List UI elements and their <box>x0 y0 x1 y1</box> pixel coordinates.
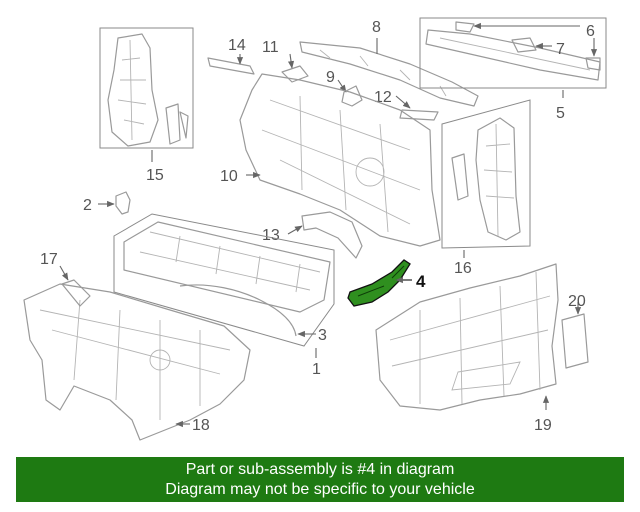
part-12-shape <box>399 109 439 121</box>
part-3-shape <box>179 284 297 337</box>
callout-10: 10 <box>220 168 238 185</box>
part-4-group: 4 <box>347 259 426 307</box>
part-15-bracket <box>165 103 189 145</box>
part-2-group: 2 <box>83 191 131 215</box>
callout-16: 16 <box>454 260 472 277</box>
part-1-shape <box>123 221 331 313</box>
callout-20: 20 <box>568 293 586 310</box>
part-9-group: 9 <box>326 69 363 107</box>
callout-15: 15 <box>146 167 164 184</box>
part-2-shape <box>115 191 131 215</box>
part-14-shape <box>207 57 255 75</box>
part-16-bracket <box>451 153 469 201</box>
part-15-box <box>99 27 194 149</box>
part-1-group: 1 <box>113 213 335 378</box>
callout-5: 5 <box>556 105 565 122</box>
part-5-shape <box>425 29 601 81</box>
part-8-shape <box>299 41 479 107</box>
callout-11: 11 <box>262 39 279 56</box>
callout-1: 1 <box>312 361 321 378</box>
callout-18: 18 <box>192 417 210 434</box>
part-18-group: 18 <box>23 283 251 441</box>
part-6-group: 6 <box>455 21 601 71</box>
banner-line-1: Part or sub-assembly is #4 in diagram <box>185 461 455 478</box>
callout-14: 14 <box>228 37 246 54</box>
part-10-shape <box>239 73 441 247</box>
part-16-group: 16 <box>441 99 531 277</box>
exploded-parts-diagram: 15 14 11 8 9 1 2 5 <box>23 17 607 441</box>
part-10-group: 10 <box>220 73 441 247</box>
part-16-shape <box>475 117 521 241</box>
part-7-group: 7 <box>511 37 565 58</box>
part-6-shape <box>455 21 475 33</box>
part-8-group: 8 <box>299 19 479 107</box>
part-19-group: 19 <box>375 263 559 434</box>
part-9-shape <box>341 85 363 107</box>
callout-3: 3 <box>318 327 327 344</box>
callout-7: 7 <box>556 41 565 58</box>
part-17-shape <box>61 279 91 307</box>
part-18-shape <box>23 283 251 441</box>
part-5-box <box>419 17 607 89</box>
callout-19: 19 <box>534 417 552 434</box>
part-4-highlighted-shape[interactable] <box>347 259 411 307</box>
part-1-box <box>113 213 335 347</box>
callout-17: 17 <box>40 251 58 268</box>
part-5-group: 5 <box>419 17 607 122</box>
part-15-shape <box>107 33 159 147</box>
part-7-shape <box>511 37 537 53</box>
part-6-shape-b <box>585 57 601 71</box>
part-3-group: 3 <box>179 284 327 344</box>
part-14-group: 14 <box>207 37 255 75</box>
info-banner: Part or sub-assembly is #4 in diagram Di… <box>16 457 624 502</box>
callout-6: 6 <box>586 23 595 40</box>
part-13-group: 13 <box>262 211 363 259</box>
callout-4: 4 <box>416 272 426 291</box>
part-16-box <box>441 99 531 249</box>
callout-13: 13 <box>262 227 280 244</box>
part-20-group: 20 <box>561 293 589 369</box>
part-17-group: 17 <box>40 251 91 307</box>
part-19-shape <box>375 263 559 411</box>
part-15-group: 15 <box>99 27 194 184</box>
banner-line-2: Diagram may not be specific to your vehi… <box>165 481 475 498</box>
callout-9: 9 <box>326 69 335 86</box>
callout-2: 2 <box>83 197 92 214</box>
part-13-shape <box>301 211 363 259</box>
callout-8: 8 <box>372 19 381 36</box>
part-20-shape <box>561 313 589 369</box>
